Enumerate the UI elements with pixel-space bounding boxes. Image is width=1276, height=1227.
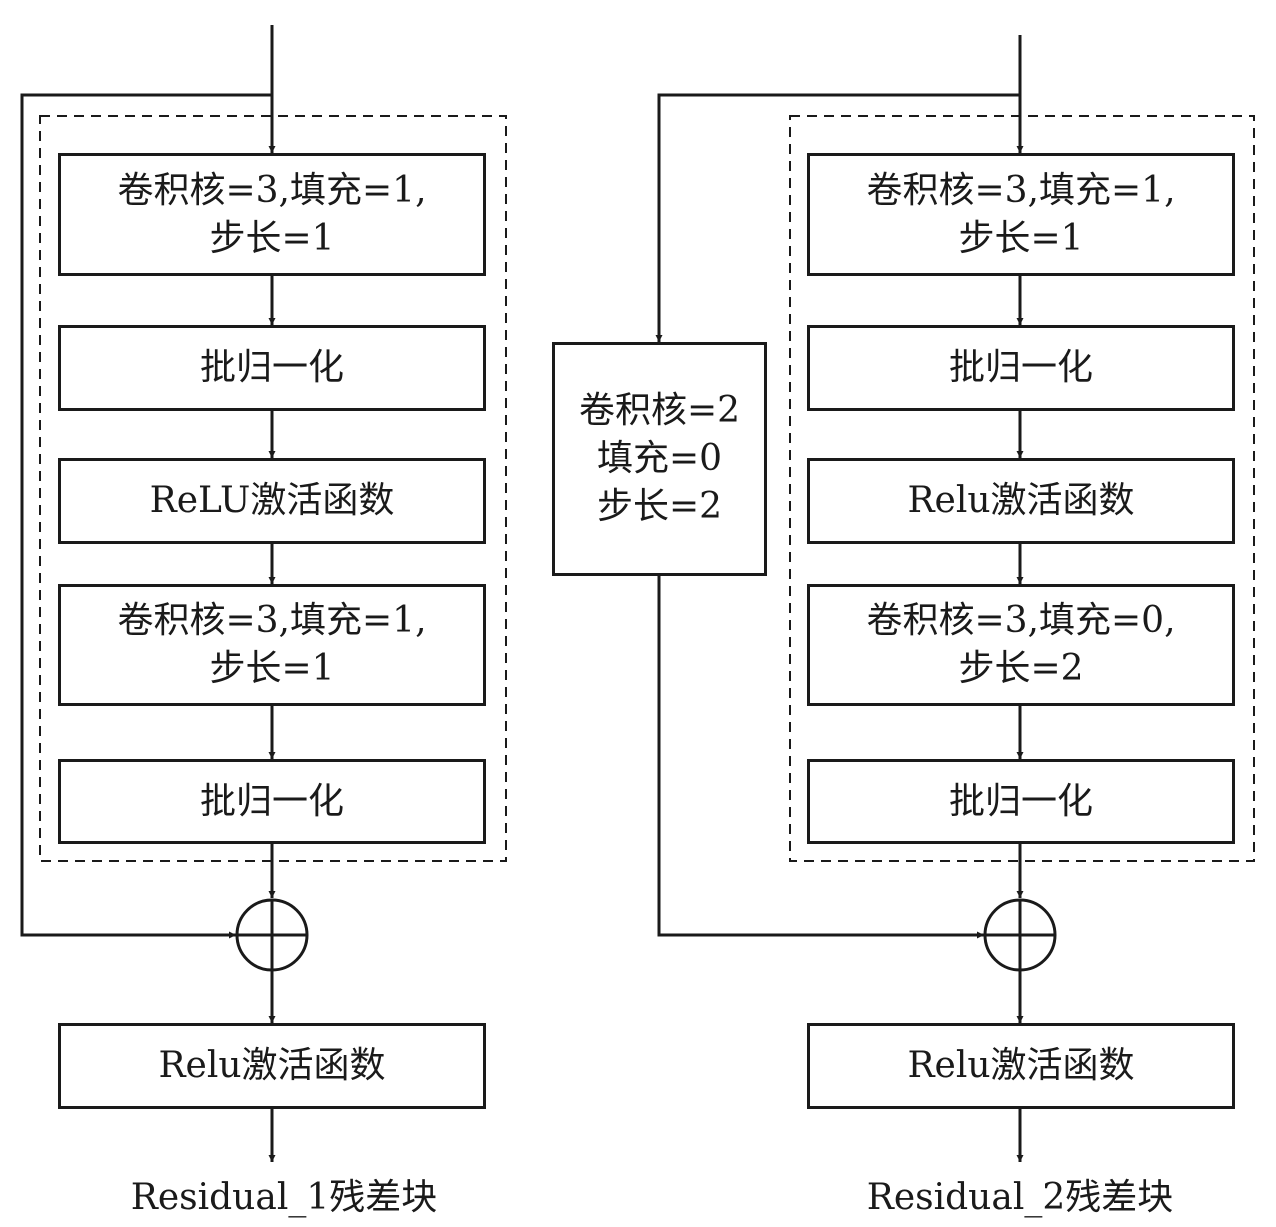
left-bn1-label: 批归一化 [199,347,344,388]
right-bn2-label: 批归一化 [948,780,1093,822]
left-conv1-line1: 卷积核=3,填充=1, [117,169,427,211]
left-out-relu-box: Relu激活函数 [58,1023,486,1109]
left-conv2-line2: 步长=1 [209,648,335,689]
left-bn1-box: 批归一化 [58,325,486,411]
right-bn1-box: 批归一化 [807,325,1235,411]
right-bn2-box: 批归一化 [807,759,1235,844]
right-relu-box: Relu激活函数 [807,458,1235,544]
left-conv1-box: 卷积核=3,填充=1, 步长=1 [58,153,486,276]
shortcut-conv-line2: 填充=0 [596,438,723,479]
shortcut-conv-line3: 步长=2 [596,486,723,527]
left-relu-label: ReLU激活函数 [149,480,395,521]
right-conv1-line2: 步长=1 [958,217,1084,259]
left-conv1-line2: 步长=1 [209,217,335,259]
right-caption: Residual_2残差块 [866,1177,1174,1218]
right-conv2-line1: 卷积核=3,填充=0, [866,600,1176,641]
right-conv2-box: 卷积核=3,填充=0, 步长=2 [807,584,1235,706]
shortcut-conv-line1: 卷积核=2 [578,390,741,431]
left-sum-node-icon [235,898,309,972]
left-identity-shortcut [20,93,272,939]
right-out-relu-label: Relu激活函数 [907,1045,1135,1086]
right-out-relu-box: Relu激活函数 [807,1023,1235,1109]
right-sum-node-icon [983,898,1057,972]
left-caption: Residual_1残差块 [130,1177,438,1218]
right-conv1-box: 卷积核=3,填充=1, 步长=1 [807,153,1235,276]
right-relu-label: Relu激活函数 [907,480,1135,521]
left-bn2-label: 批归一化 [199,780,344,822]
shortcut-conv-box: 卷积核=2 填充=0 步长=2 [552,342,767,576]
left-relu-box: ReLU激活函数 [58,458,486,544]
left-bn2-box: 批归一化 [58,759,486,844]
right-dashed-frame [789,115,1255,862]
left-out-relu-label: Relu激活函数 [158,1045,386,1086]
right-conv2-line2: 步长=2 [958,648,1084,689]
right-bn1-label: 批归一化 [948,347,1093,388]
right-shortcut-to-conv [655,93,1020,342]
left-conv2-line1: 卷积核=3,填充=1, [117,600,427,641]
left-conv2-box: 卷积核=3,填充=1, 步长=1 [58,584,486,706]
right-conv1-line1: 卷积核=3,填充=1, [866,169,1176,211]
right-shortcut-to-sum [657,576,984,939]
left-dashed-frame [39,115,507,862]
